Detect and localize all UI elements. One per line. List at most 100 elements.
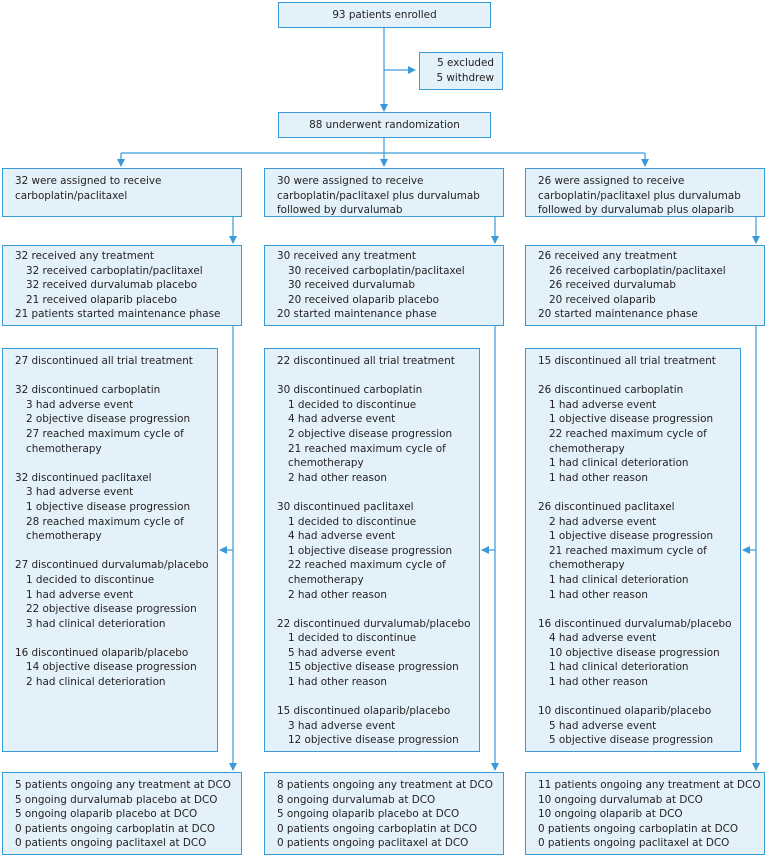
arm3-ongoing-line: 11 patients ongoing any treatment at DCO: [538, 779, 761, 791]
arm3-assigned-line: followed by durvalumab plus olaparib: [538, 204, 734, 217]
arm2-discontinued-line: 4 had adverse event: [288, 530, 396, 543]
arm2-treatment-line: 30 received durvalumab: [288, 279, 415, 292]
arm1-discontinued-line: 3 had adverse event: [26, 486, 134, 499]
arm3-discontinued-line: 1 had other reason: [549, 588, 648, 601]
arm1-ongoing-line: 5 ongoing olaparib placebo at DCO: [15, 808, 198, 821]
arm2-discontinued-line: 21 reached maximum cycle of: [288, 442, 446, 455]
arm3-discontinued-line: [538, 369, 740, 384]
arm3-discontinued-line: 1 had clinical deterioration: [549, 457, 689, 470]
arm2-discontinued-line: 2 objective disease progression: [288, 427, 453, 440]
arm2-discontinued-line: 2 had other reason: [288, 588, 387, 601]
arm3-discontinued-line: 4 had adverse event: [549, 632, 657, 645]
arm1-discontinued-line: 16 discontinued olaparib/placebo: [15, 646, 189, 659]
arm3-discontinued-line: 10 objective disease progression: [549, 646, 720, 659]
arm2-assigned-line: followed by durvalumab: [277, 204, 403, 217]
arm2-ongoing-line: 0 patients ongoing paclitaxel at DCO: [277, 837, 469, 850]
arm2-discontinued-line: chemotherapy: [288, 573, 364, 586]
arm1-discontinued-line: 32 discontinued carboplatin: [15, 384, 161, 397]
arm3-discontinued-line: [538, 602, 740, 617]
arm2-discontinued-line: 4 had adverse event: [288, 413, 396, 426]
arm1-discontinued-line: chemotherapy: [26, 442, 102, 455]
arm2-discontinued-line: 5 had adverse event: [288, 646, 396, 659]
arm1-ongoing-line: 5 ongoing durvalumab placebo at DCO: [15, 793, 218, 806]
arm3-ongoing-line: 0 patients ongoing paclitaxel at DCO: [538, 837, 730, 850]
arm3-discontinued-line: 15 discontinued all trial treatment: [538, 355, 716, 367]
arm3-discontinued-line: chemotherapy: [549, 442, 625, 455]
arm3-treatment-line: 26 received any treatment: [538, 250, 677, 262]
arm2-assigned-line: carboplatin/paclitaxel plus durvalumab: [277, 189, 480, 202]
arm2-treatment-line: 20 received olaparib placebo: [288, 293, 439, 306]
arm3-discontinued-line: 5 objective disease progression: [549, 734, 714, 747]
arm2-ongoing-line: 8 patients ongoing any treatment at DCO: [277, 779, 493, 791]
arm2-discontinued-line: 3 had adverse event: [288, 719, 396, 732]
arm3-discontinued-line: 21 reached maximum cycle of: [549, 544, 707, 557]
arm3-ongoing-line: 10 ongoing durvalumab at DCO: [538, 793, 703, 806]
arm1-assigned-line: 32 were assigned to receive: [15, 175, 162, 187]
arm1-discontinued-line: 27 discontinued all trial treatment: [15, 355, 193, 367]
arm3-assigned-line: carboplatin/paclitaxel plus durvalumab: [538, 189, 741, 202]
arm3-discontinued-line: 10 discontinued olaparib/placebo: [538, 705, 712, 718]
arm2-discontinued-line: 1 decided to discontinue: [288, 515, 417, 528]
arm1-discontinued-line: 1 decided to discontinue: [26, 573, 155, 586]
arm2-discontinued-line: 22 discontinued durvalumab/placebo: [277, 617, 471, 630]
arm3-discontinued-line: 2 had adverse event: [549, 515, 657, 528]
arm3-discontinued-line: 1 objective disease progression: [549, 413, 714, 426]
arm3-discontinued-line: 26 discontinued carboplatin: [538, 384, 684, 397]
arm3-discontinued-line: 22 reached maximum cycle of: [549, 427, 707, 440]
arm1-discontinued-line: 28 reached maximum cycle of: [26, 515, 184, 528]
arm1-treatment-line: 21 patients started maintenance phase: [15, 308, 221, 321]
arm3-discontinued-line: [538, 485, 740, 500]
arm2-discontinued-line: 1 decided to discontinue: [288, 632, 417, 645]
arm1-treatment-line: 32 received durvalumab placebo: [26, 279, 198, 292]
arm3-discontinued-line: chemotherapy: [549, 559, 625, 572]
arm2-discontinued-line: 15 discontinued olaparib/placebo: [277, 705, 451, 718]
arm1-ongoing-line: 0 patients ongoing carboplatin at DCO: [15, 822, 216, 835]
arm3-ongoing-line: 10 ongoing olaparib at DCO: [538, 808, 683, 821]
arm1-discontinued-line: 22 objective disease progression: [26, 603, 197, 616]
arm2-treatment-box: 30 received any treatment 30 received car…: [264, 245, 504, 326]
arm2-treatment-line: 30 received any treatment: [277, 250, 416, 262]
arm2-ongoing-line: 0 patients ongoing carboplatin at DCO: [277, 822, 478, 835]
arm2-discontinued-line: [277, 369, 479, 384]
arm3-discontinued-line: [538, 690, 740, 705]
arm1-treatment-line: 32 received carboplatin/paclitaxel: [26, 264, 203, 277]
arm2-discontinued-line: [277, 690, 479, 705]
arm1-ongoing-line: 5 patients ongoing any treatment at DCO: [15, 779, 231, 791]
arm1-discontinued-line: 3 had clinical deterioration: [26, 617, 166, 630]
arm3-treatment-line: 20 received olaparib: [549, 293, 656, 306]
arm1-discontinued-line: 27 discontinued durvalumab/placebo: [15, 559, 209, 572]
arm2-ongoing-line: 8 ongoing durvalumab at DCO: [277, 793, 436, 806]
arm3-discontinued-line: 1 objective disease progression: [549, 530, 714, 543]
arm3-discontinued-line: 16 discontinued durvalumab/placebo: [538, 617, 732, 630]
arm1-discontinued-line: 3 had adverse event: [26, 398, 134, 411]
arm1-discontinued-line: 14 objective disease progression: [26, 661, 197, 674]
arm2-treatment-line: 30 received carboplatin/paclitaxel: [288, 264, 465, 277]
randomization-text: 88 underwent randomization: [309, 118, 460, 131]
arm3-discontinued-line: 1 had clinical deterioration: [549, 661, 689, 674]
arm3-treatment-line: 20 started maintenance phase: [538, 308, 698, 321]
randomization-box: 88 underwent randomization: [278, 112, 491, 138]
arm2-discontinued-line: [277, 602, 479, 617]
arm1-discontinued-line: [15, 456, 217, 471]
arm2-discontinued-line: [277, 485, 479, 500]
enrolled-text: 93 patients enrolled: [332, 8, 437, 21]
arm2-discontinued-line: 2 had other reason: [288, 471, 387, 484]
arm2-discontinued-line: 12 objective disease progression: [288, 734, 459, 747]
arm3-assigned-line: 26 were assigned to receive: [538, 175, 685, 187]
arm1-discontinued-line: 1 had adverse event: [26, 588, 134, 601]
arm2-discontinued-line: 1 had other reason: [288, 676, 387, 689]
excluded-box: 5 excluded 5 withdrew: [419, 52, 503, 90]
arm2-discontinued-line: 22 discontinued all trial treatment: [277, 355, 455, 367]
arm1-discontinued-line: [15, 631, 217, 646]
arm2-discontinued-line: 15 objective disease progression: [288, 661, 459, 674]
arm2-discontinued-line: 30 discontinued carboplatin: [277, 384, 423, 397]
arm3-discontinued-line: 1 had clinical deterioration: [549, 573, 689, 586]
arm2-discontinued-line: chemotherapy: [288, 457, 364, 470]
arm3-discontinued-line: 1 had adverse event: [549, 398, 657, 411]
arm1-discontinued-line: [15, 544, 217, 559]
arm1-ongoing-box: 5 patients ongoing any treatment at DCO 5…: [2, 772, 242, 855]
arm1-discontinued-line: 2 had clinical deterioration: [26, 676, 166, 689]
